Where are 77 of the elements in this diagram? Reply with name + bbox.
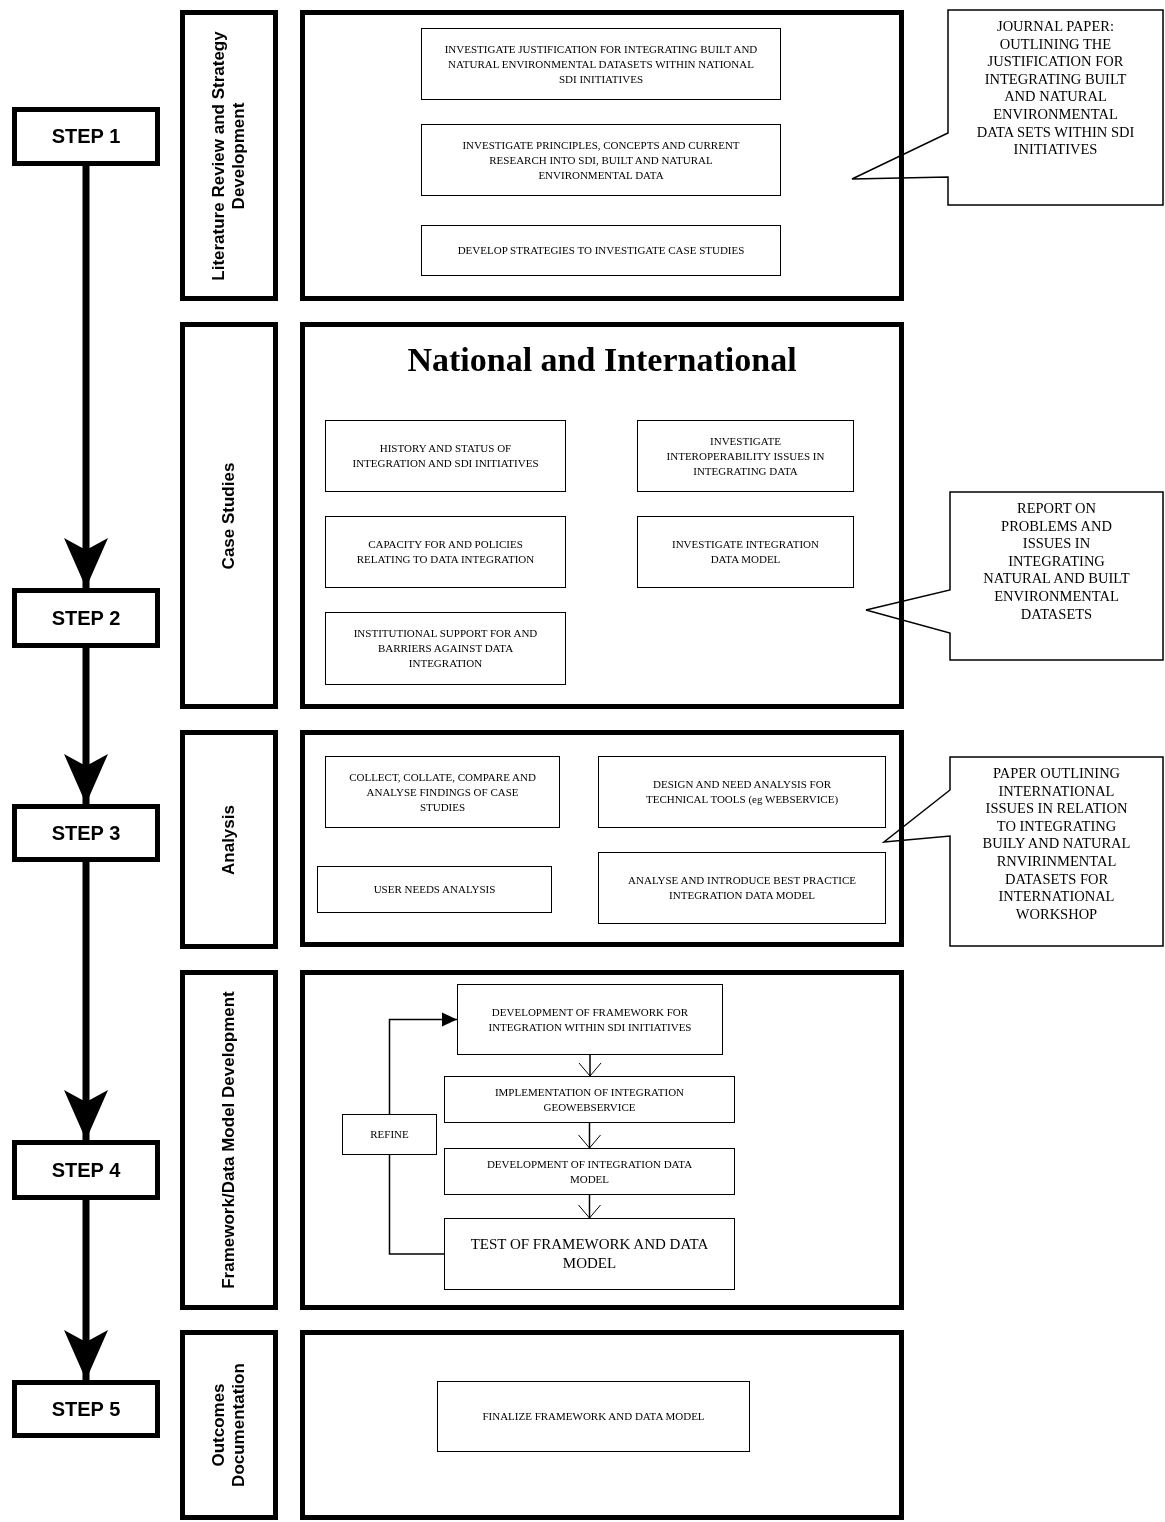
- arrow: [578, 1122, 601, 1149]
- process-box: [598, 852, 886, 924]
- phase-label: Analysis: [219, 803, 239, 877]
- callout-text: PAPER OUTLINING INTERNATIONAL ISSUES IN RELATION TO INTEGRATING BUILY AND NATURAL RNVIRINMENTAL DATASETS FOR INTERNATIONAL WORKSHOP: [981, 765, 1132, 924]
- box-text: INSTITUTIONAL SUPPORT FOR AND BARRIERS AGAINST DATA INTEGRATION: [352, 626, 539, 671]
- process-box: [637, 420, 854, 492]
- process-box: [342, 1114, 437, 1155]
- stage-panel: [300, 730, 904, 947]
- panel-heading: National and International: [406, 341, 798, 379]
- callout-bubble: [884, 757, 1165, 947]
- box-text: DEVELOP STRATEGIES TO INVESTIGATE CASE STUDIES: [457, 243, 745, 258]
- box-text: USER NEEDS ANALYSIS: [373, 882, 496, 897]
- arrow: [64, 1200, 108, 1380]
- phase-label-box: [180, 322, 278, 709]
- box-text: IMPLEMENTATION OF INTEGRATION GEOWEBSERVICE: [493, 1084, 686, 1115]
- box-text: INVESTIGATE JUSTIFICATION FOR INTEGRATING BUILT AND NATURAL ENVIRONMENTAL DATASETS WITHIN NATIONAL SDI INITIATIVES: [444, 41, 758, 87]
- box-text: DEVELOPMENT OF FRAMEWORK FOR INTEGRATION WITHIN SDI INITIATIVES: [487, 1004, 693, 1035]
- phase-label-box: [180, 10, 278, 301]
- arrow: [64, 166, 108, 588]
- phase-label: Literature Review and Strategy Development: [209, 29, 249, 283]
- process-box: [598, 756, 886, 828]
- step-label: STEP 4: [51, 1158, 121, 1182]
- process-box: [444, 1148, 735, 1195]
- box-text: ANALYSE AND INTRODUCE BEST PRACTICE INTEGRATION DATA MODEL: [627, 873, 857, 903]
- process-box: [421, 28, 781, 100]
- box-text: INVESTIGATE INTEROPERABILITY ISSUES IN INTEGRATING DATA: [665, 433, 826, 479]
- box-text: HISTORY AND STATUS OF INTEGRATION AND SDI INITIATIVES: [351, 441, 540, 471]
- stage-panel: [300, 10, 904, 301]
- connector-line: [388, 1154, 445, 1255]
- process-box: [421, 225, 781, 276]
- phase-label-box: [180, 1330, 278, 1520]
- step-label: STEP 3: [51, 821, 121, 845]
- box-text: INVESTIGATE INTEGRATION DATA MODEL: [671, 537, 820, 567]
- process-box: [637, 516, 854, 588]
- arrow: [388, 1012, 458, 1115]
- process-box: [317, 866, 552, 913]
- arrow: [64, 648, 108, 804]
- box-text: COLLECT, COLLATE, COMPARE AND ANALYSE FINDINGS OF CASE STUDIES: [348, 769, 537, 815]
- box-text: INVESTIGATE PRINCIPLES, CONCEPTS AND CURRENT RESEARCH INTO SDI, BUILT AND NATURAL ENVIRONMENTAL DATA: [461, 137, 741, 183]
- step-box: [12, 804, 160, 862]
- phase-label: Case Studies: [219, 461, 239, 571]
- step-box: [12, 107, 160, 166]
- phase-label-box: [180, 730, 278, 949]
- process-box: [421, 124, 781, 196]
- arrow: [578, 1054, 602, 1077]
- callout-text: JOURNAL PAPER: OUTLINING THE JUSTIFICATION FOR INTEGRATING BUILT AND NATURAL ENVIRONMENTAL DATA SETS WITHIN SDI INITIATIVES: [976, 18, 1135, 159]
- phase-label: Outcomes Documentation: [209, 1362, 249, 1489]
- process-box: [457, 984, 723, 1055]
- stage-panel: [300, 1330, 904, 1520]
- process-box: [444, 1218, 735, 1290]
- callout-bubble: [852, 10, 1165, 206]
- box-text: FINALIZE FRAMEWORK AND DATA MODEL: [482, 1409, 705, 1424]
- step-label: STEP 2: [51, 606, 121, 630]
- callout-bubble: [866, 492, 1165, 661]
- arrow: [578, 1194, 601, 1219]
- process-box: [444, 1076, 735, 1123]
- box-text: CAPACITY FOR AND POLICIES RELATING TO DATA INTEGRATION: [355, 537, 536, 567]
- process-box: [325, 756, 560, 828]
- phase-label-box: [180, 970, 278, 1310]
- box-text: REFINE: [370, 1127, 409, 1142]
- box-text: TEST OF FRAMEWORK AND DATA MODEL: [469, 1235, 710, 1273]
- process-box: [325, 516, 566, 588]
- arrow: [64, 862, 108, 1140]
- step-box: [12, 588, 160, 648]
- process-box: [325, 420, 566, 492]
- box-text: DEVELOPMENT OF INTEGRATION DATA MODEL: [485, 1156, 694, 1187]
- step-box: [12, 1140, 160, 1200]
- process-box: [437, 1381, 750, 1452]
- box-text: DESIGN AND NEED ANALYSIS FOR TECHNICAL TOOLS (eg WEBSERVICE): [644, 777, 840, 807]
- process-box: [325, 612, 566, 685]
- step-label: STEP 1: [51, 125, 121, 148]
- step-label: STEP 5: [51, 1397, 121, 1421]
- stage-panel: [300, 970, 904, 1310]
- callout-text: REPORT ON PROBLEMS AND ISSUES IN INTEGRATING NATURAL AND BUILT ENVIRONMENTAL DATASETS: [982, 500, 1131, 624]
- stage-panel: [300, 322, 904, 709]
- step-box: [12, 1380, 160, 1438]
- phase-label: Framework/Data Model Development: [219, 990, 239, 1291]
